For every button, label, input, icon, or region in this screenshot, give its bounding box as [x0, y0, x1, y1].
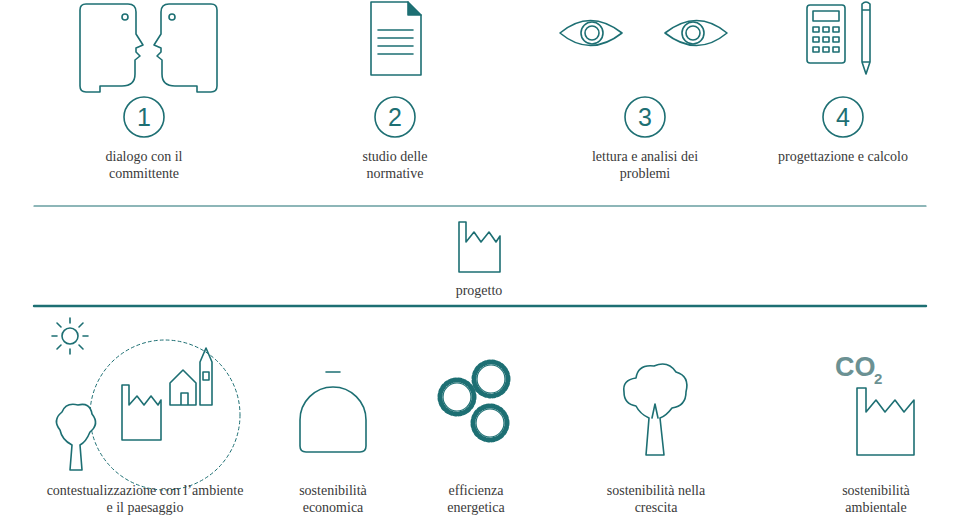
step-caption: lettura e analisi dei problemi — [570, 148, 720, 182]
icon-caption: sostenibilità economica — [283, 482, 383, 516]
step-number: 3 — [624, 96, 666, 138]
step-circle: 3lettura e analisi dei problemi — [624, 96, 666, 138]
separator-line — [34, 205, 926, 206]
separator-line — [34, 305, 926, 307]
co2-mark: 2 — [874, 371, 882, 386]
step-circle: 1dialogo con il committente — [123, 96, 165, 138]
co2-mark: CO — [835, 354, 876, 381]
step-number: 4 — [822, 96, 864, 138]
step-number: 2 — [374, 96, 416, 138]
face-icon — [80, 4, 217, 92]
factory-icon — [459, 222, 500, 272]
icon-caption: sostenibilità nella crescita — [606, 482, 706, 516]
icon-caption: sostenibilità ambientale — [826, 482, 926, 516]
icon-caption: contestualizzazione con l’ambiente e il … — [43, 482, 248, 516]
step-caption: progettazione e calcolo — [778, 148, 908, 165]
tree-icon — [624, 364, 687, 455]
step-caption: dialogo con il committente — [69, 148, 219, 182]
step-caption: studio delle normative — [335, 148, 455, 182]
context-icon — [52, 318, 240, 490]
piggy-bank-icon — [300, 372, 366, 452]
step-number: 1 — [123, 96, 165, 138]
document-icon — [371, 2, 421, 75]
step-circle: 4progettazione e calcolo — [822, 96, 864, 138]
factory-icon — [857, 388, 914, 455]
gears-icon — [440, 362, 508, 440]
icon-caption: progetto — [429, 282, 529, 299]
calculator-icon — [807, 2, 870, 74]
step-circle: 2studio delle normative — [374, 96, 416, 138]
icon-caption: efficienza energetica — [431, 482, 521, 516]
eyes-icon — [560, 21, 727, 46]
